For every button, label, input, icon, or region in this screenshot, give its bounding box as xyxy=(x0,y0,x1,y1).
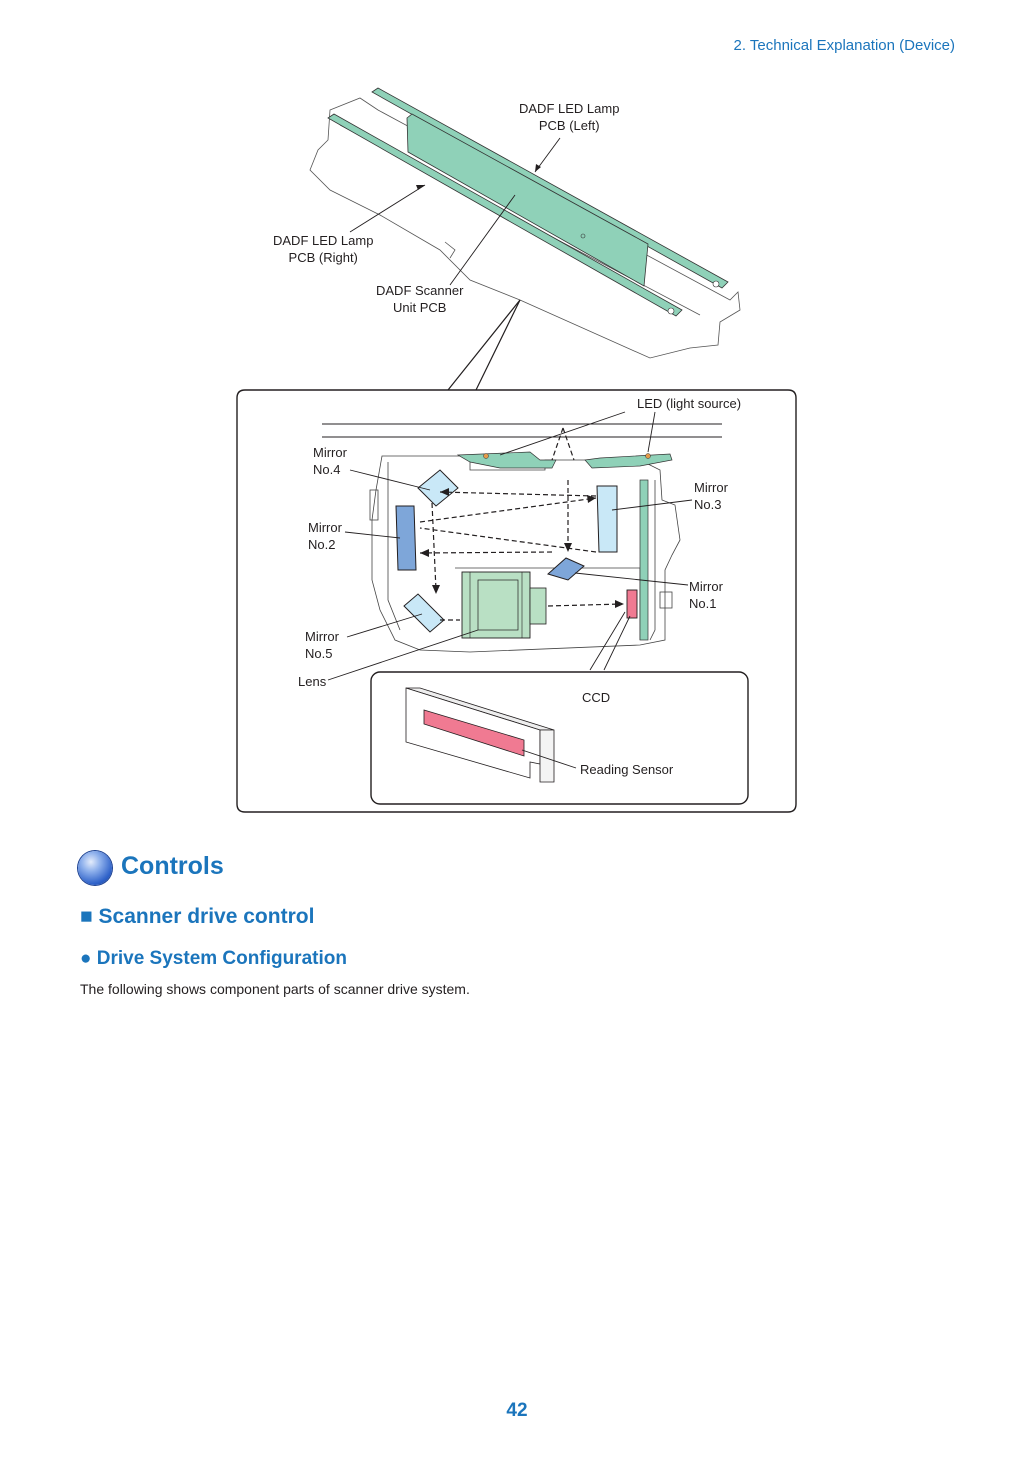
label-reading-sensor: Reading Sensor xyxy=(580,761,673,778)
drive-config-text: The following shows component parts of s… xyxy=(80,981,470,997)
scanner-drive-heading: ■ Scanner drive control xyxy=(80,905,314,929)
controls-bullet-icon xyxy=(78,851,112,885)
label-scanner-unit-pcb: DADF Scanner Unit PCB xyxy=(376,282,463,316)
mirror-3 xyxy=(597,486,617,552)
drive-config-heading: ● Drive System Configuration xyxy=(80,948,347,970)
page-number: 42 xyxy=(0,1400,1034,1422)
label-ccd: CCD xyxy=(582,689,610,706)
label-mirror-2: Mirror No.2 xyxy=(308,519,342,553)
label-led-light-source: LED (light source) xyxy=(637,395,741,412)
label-lens: Lens xyxy=(298,673,326,690)
scanner-unit-pcb-board xyxy=(407,114,648,286)
label-mirror-4: Mirror No.4 xyxy=(313,444,347,478)
ccd-sensor xyxy=(627,590,637,618)
scanner-figure: DADF LED Lamp PCB (Left) DADF LED Lamp P… xyxy=(0,0,1034,830)
label-led-pcb-left: DADF LED Lamp PCB (Left) xyxy=(519,100,619,134)
label-led-pcb-right: DADF LED Lamp PCB (Right) xyxy=(273,232,373,266)
scanner-diagram xyxy=(0,0,1034,830)
label-mirror-3: Mirror No.3 xyxy=(694,479,728,513)
controls-heading: Controls xyxy=(121,852,224,881)
label-mirror-1: Mirror No.1 xyxy=(689,578,723,612)
label-mirror-5: Mirror No.5 xyxy=(305,628,339,662)
